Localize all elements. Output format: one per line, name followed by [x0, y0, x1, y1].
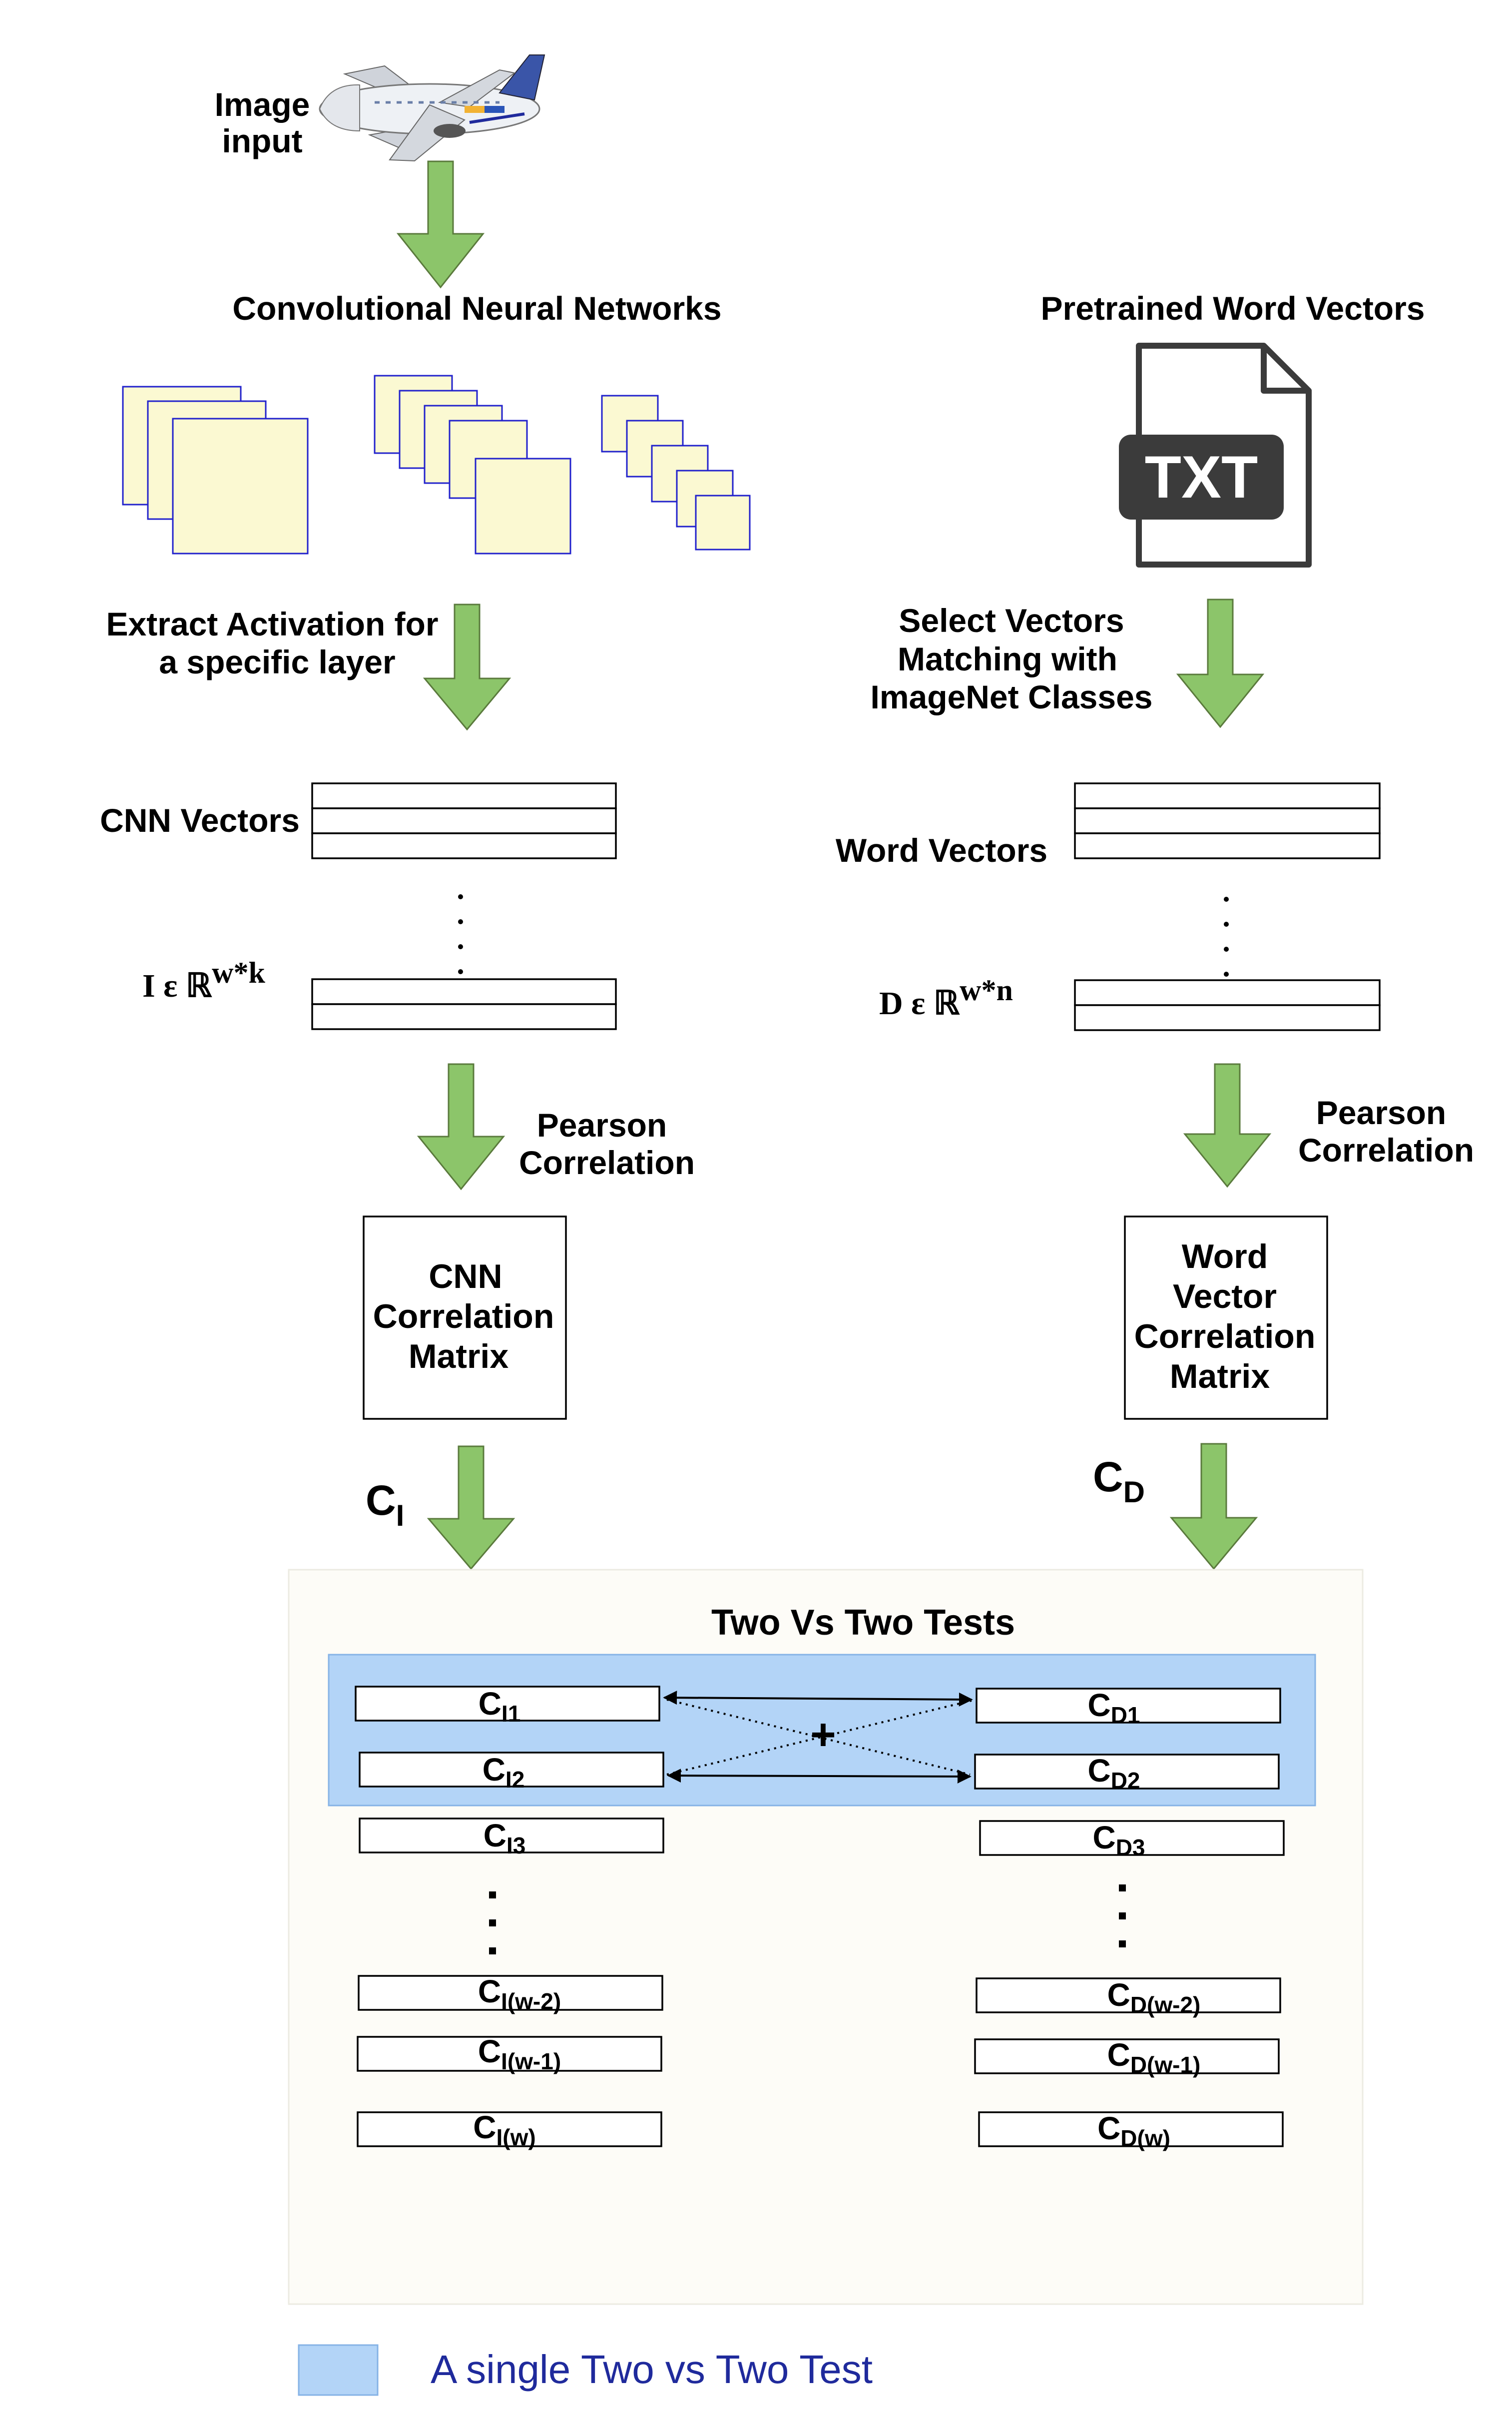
arrow-cnn-matrix-to-tests: [427, 1445, 515, 1570]
word-box-line4: Matrix: [1170, 1357, 1270, 1395]
cnn-title: Convolutional Neural Networks: [232, 290, 721, 327]
cnn-box-line2: Correlation: [373, 1297, 554, 1335]
select-vectors-line3: ImageNet Classes: [871, 678, 1153, 715]
cnn-pearson-line1: Pearson: [537, 1107, 667, 1144]
word-vectors-title: Pretrained Word Vectors: [1040, 290, 1425, 327]
ci-row-label: CI(w): [473, 2109, 535, 2150]
two-vs-two-title: Two Vs Two Tests: [711, 1603, 1015, 1643]
txt-file-icon-text: TXT: [1145, 444, 1258, 511]
cnn-correlation-matrix-box: [363, 1216, 567, 1420]
cd-row-label: CD1: [1087, 1687, 1140, 1728]
arrow-word-matrix-to-tests: [1169, 1443, 1258, 1570]
cd-row-label: CD3: [1092, 1820, 1145, 1860]
cd-output-label: CD: [1093, 1453, 1145, 1509]
ci-row-label: CI2: [483, 1752, 525, 1793]
cd-row: [979, 1820, 1285, 1856]
ci-row: [359, 1752, 664, 1788]
image-input-label-line1: Image: [215, 86, 310, 123]
ci-row: [359, 1818, 664, 1853]
comparison-arrows: [663, 1691, 973, 1784]
cnn-pearson-line2: Correlation: [519, 1144, 695, 1181]
ci-rows: CI1 CI2 CI3 CI(w-2) CI(w-1) CI(w): [355, 1686, 664, 2150]
word-vectors-label: Word Vectors: [836, 832, 1047, 869]
cd-row: [976, 1688, 1281, 1724]
arrow-cnn-to-vectors: [423, 604, 511, 731]
cd-row: [974, 2038, 1280, 2074]
cd-row: [978, 2111, 1284, 2147]
ci-row: [355, 1686, 660, 1722]
ci-row-label: CI1: [479, 1686, 521, 1727]
select-vectors-line1: Select Vectors: [899, 602, 1124, 639]
cd-row: [974, 1754, 1280, 1790]
arrow-image-to-cnn: [396, 160, 485, 289]
extract-activation-line1: Extract Activation for: [106, 606, 438, 642]
arrow-cnn-vectors-to-matrix: [417, 1063, 505, 1191]
extract-activation-line2: a specific layer: [159, 643, 395, 680]
legend-swatch: [298, 2344, 379, 2396]
cnn-matrix-dimension: I ε ℝw*k: [142, 956, 265, 1004]
cd-row-label: CD2: [1087, 1753, 1140, 1794]
word-pearson-line1: Pearson: [1316, 1094, 1446, 1131]
ci-row-label: CI3: [484, 1818, 526, 1858]
ci-row: [358, 1975, 663, 2011]
ci-row: [357, 2036, 662, 2072]
ci-row: [357, 2111, 662, 2147]
word-pearson-line2: Correlation: [1298, 1132, 1474, 1169]
word-box-line1: Word: [1182, 1237, 1268, 1275]
cnn-vectors-label: CNN Vectors: [100, 802, 300, 839]
ci-output-label: CI: [366, 1477, 404, 1532]
word-correlation-matrix-box: [1124, 1216, 1328, 1420]
word-box-line3: Correlation: [1134, 1317, 1316, 1355]
word-vectors-table: [1074, 782, 1381, 1031]
select-vectors-line2: Matching with: [898, 640, 1117, 677]
cnn-feature-maps: [122, 375, 751, 555]
cd-row: [976, 1977, 1281, 2013]
ci-row-label: CI(w-1): [478, 2033, 561, 2074]
cnn-vectors-table: [311, 782, 617, 1030]
plus-sign: +: [810, 1710, 836, 1759]
arrow-file-to-word-vectors: [1176, 599, 1265, 728]
legend-label: A single Two vs Two Test: [431, 2347, 873, 2392]
cd-row-label: CD(w-1): [1107, 2037, 1201, 2078]
cnn-box-line1: CNN: [429, 1257, 502, 1295]
txt-file-icon: TXT: [1119, 343, 1312, 568]
ci-row-label: CI(w-2): [478, 1973, 561, 2014]
cd-row-label: CD(w-2): [1107, 1977, 1201, 2018]
airplane-icon: [319, 54, 545, 162]
cd-rows: CD1 CD2 CD3 CD(w-2) CD(w-1) CD(w): [974, 1687, 1285, 2151]
image-input-label-line2: input: [222, 122, 302, 159]
word-box-line2: Vector: [1173, 1277, 1277, 1315]
arrow-word-vectors-to-matrix: [1183, 1063, 1272, 1188]
word-matrix-dimension: D ε ℝw*n: [879, 974, 1013, 1022]
cnn-box-line3: Matrix: [409, 1337, 508, 1375]
cd-row-label: CD(w): [1097, 2110, 1170, 2151]
